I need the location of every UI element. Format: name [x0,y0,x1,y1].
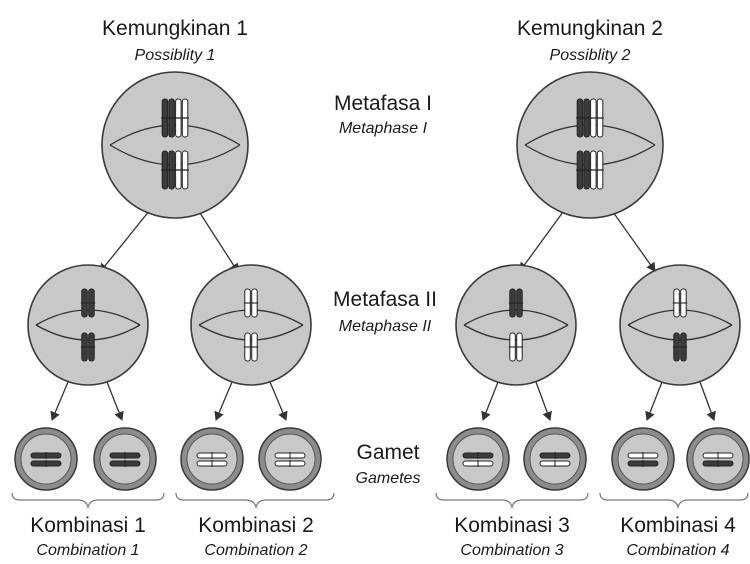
arrow-m2-2a [214,381,233,421]
arrow-m1-left-a [99,209,151,273]
chromosome-pair-bottom [576,150,604,190]
spindle-fiber [109,144,241,166]
spindle-fiber [524,144,656,166]
metaphase-2-cell-4 [619,264,741,386]
arrow-m2-3b [535,381,552,421]
metaphase-2-cell-2 [190,264,312,386]
spindle-fiber [35,324,141,341]
spindle-fiber [627,324,733,341]
chromosome-pair-top [161,98,189,138]
chromosome-top [672,288,688,318]
chromosome-bottom [243,332,259,362]
combination-3-subtitle: Combination 3 [460,542,563,559]
arrow-m2-1b [106,381,124,421]
brace-combination-1 [11,492,165,510]
arrow-m1-left-b [197,209,239,273]
spindle-fiber [109,124,241,146]
chromosome-bottom [508,332,524,362]
metaphase-1-cells [101,71,664,219]
metaphase-2-cell-1 [27,264,149,386]
spindle-fiber [198,309,304,326]
cell-membrane [516,71,664,219]
possibility-2-subtitle: Possiblity 2 [550,47,631,64]
metaphase-2-cells [27,264,741,386]
spindle-fiber [463,324,569,341]
cell-membrane [101,71,249,219]
arrow-m2-4b [699,381,716,421]
gamete-3 [180,427,244,491]
stage-metaphase1-title: Metafasa I [334,92,432,115]
gamete-5 [446,427,510,491]
chromosome-top [243,288,259,318]
combination-1-subtitle: Combination 1 [36,542,139,559]
spindle-fiber [627,309,733,326]
combination-4-subtitle: Combination 4 [626,542,729,559]
gamete-2 [93,427,157,491]
chromosome-top [80,288,96,318]
cell-membrane [190,264,312,386]
gamete-8 [686,427,750,491]
metaphase-1-cell-possibility-1 [101,71,249,219]
gamete-1 [14,427,78,491]
stage-gametes-subtitle: Gametes [356,470,421,487]
chromosome-top [508,288,524,318]
gamete-6 [523,427,587,491]
gamete-cells [14,427,750,491]
combination-braces [11,492,749,510]
cell-membrane [27,264,149,386]
metaphase-2-cell-3 [455,264,577,386]
cell-membrane [455,264,577,386]
possibility-1-subtitle: Possiblity 1 [135,47,216,64]
cell-membrane [619,264,741,386]
combination-2-subtitle: Combination 2 [204,542,307,559]
brace-combination-3 [435,492,589,510]
arrow-m2-3a [481,381,499,421]
gamete-4 [258,427,322,491]
chromosome-bottom [80,332,96,362]
combination-3-title: Kombinasi 3 [454,514,570,537]
arrow-m2-1a [50,381,69,421]
stage-metaphase2-title: Metafasa II [333,288,437,311]
labels: Kemungkinan 1 Possiblity 1 Kemungkinan 2… [30,17,736,559]
possibility-1-title: Kemungkinan 1 [102,17,248,40]
arrow-m1-right-b [612,211,656,272]
brace-combination-2 [175,492,335,510]
metaphase-1-cell-possibility-2 [516,71,664,219]
arrow-m2-2b [269,381,288,421]
spindle-fiber [198,324,304,341]
spindle-fiber [524,124,656,146]
spindle-fiber [463,309,569,326]
possibility-2-title: Kemungkinan 2 [517,17,663,40]
stage-metaphase1-subtitle: Metaphase I [339,120,428,137]
stage-gametes-title: Gamet [356,441,419,464]
stage-metaphase2-subtitle: Metaphase II [339,318,432,335]
chromosome-pair-top [576,98,604,138]
combination-2-title: Kombinasi 2 [198,514,314,537]
combination-4-title: Kombinasi 4 [620,514,736,537]
arrows [50,209,716,421]
chromosome-bottom [672,332,688,362]
spindle-fiber [35,309,141,326]
combination-1-title: Kombinasi 1 [30,514,146,537]
arrow-m2-4a [645,381,663,421]
brace-combination-4 [599,492,749,510]
chromosome-pair-bottom [161,150,189,190]
gamete-7 [611,427,675,491]
arrow-m1-right-a [519,211,564,272]
